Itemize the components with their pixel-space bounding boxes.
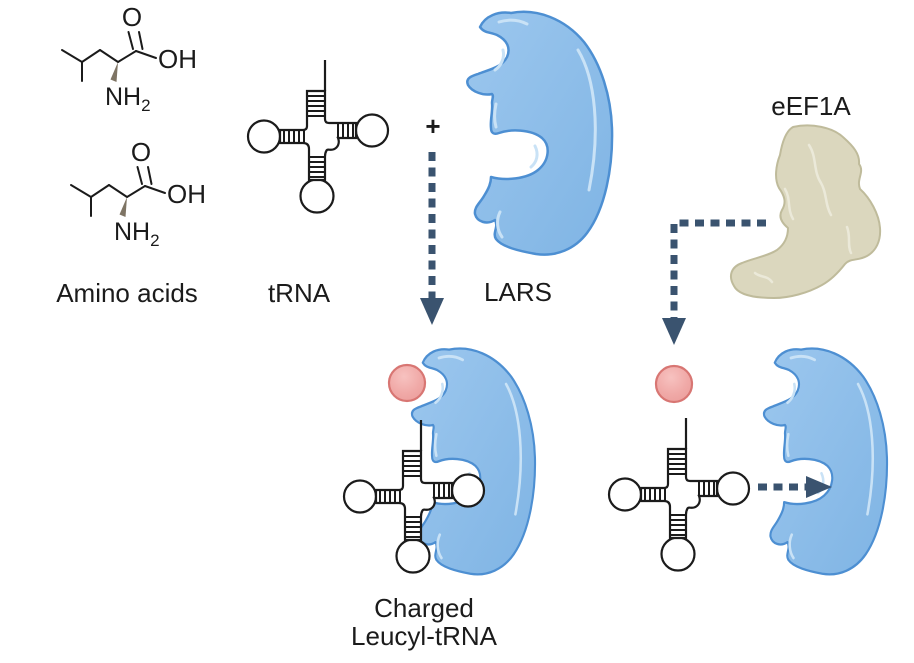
charged-leucyl-trna-complex (342, 347, 537, 576)
charged-trna-transfer (607, 347, 889, 576)
plus-sign: + (425, 111, 440, 141)
label-amino-acids: Amino acids (56, 278, 198, 308)
label-eef1a: eEF1A (771, 91, 851, 121)
amino-acid-ball-2 (654, 364, 694, 404)
label-trna: tRNA (268, 278, 331, 308)
arrowhead-right (806, 476, 832, 498)
amino-acid-ball (387, 363, 427, 403)
leucine-structure-2 (70, 136, 207, 251)
label-charged-line1: Charged (374, 593, 474, 623)
leucine-structure-1 (61, 1, 198, 116)
eef1a-protein-shape (729, 124, 882, 299)
transfer-arrow-right (758, 476, 832, 498)
lars-protein-accepting (762, 347, 889, 576)
eef1a-arrow (662, 219, 766, 345)
trna-charged-free (607, 416, 751, 572)
lars-protein-bound (410, 347, 537, 576)
trna-free (246, 58, 390, 214)
label-charged-line2: Leucyl-tRNA (351, 621, 498, 651)
arrowhead-down (420, 298, 444, 325)
eef1a-highlight-squiggles (753, 143, 853, 284)
label-lars: LARS (484, 277, 552, 307)
lars-protein (465, 10, 614, 257)
arrowhead-eef1a (662, 318, 686, 345)
reaction-arrow-down (420, 152, 444, 325)
